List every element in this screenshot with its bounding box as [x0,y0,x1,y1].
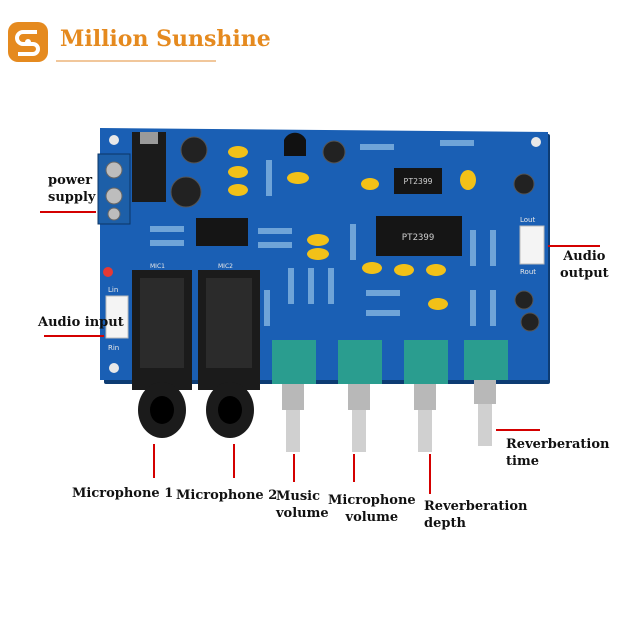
sun-logo-icon [8,22,48,62]
label-music-volume: Music volume [276,489,329,521]
chip-label-1: PT2399 [402,233,435,243]
connector-label-lout: Lout [520,216,535,224]
microphone-jack-2: MIC2 [198,263,260,438]
callout-lines [40,211,600,494]
label-power-supply: power supply [48,173,96,205]
microphone-jack-1: MIC1 [132,263,192,438]
brand-underline [56,60,216,62]
brand-name: Million Sunshine [60,26,271,52]
power-terminal [97,153,131,225]
brand-logo: Million Sunshine [6,20,296,64]
label-audio-output: Audio output [560,249,609,281]
label-audio-input: Audio input [38,315,124,330]
svg-text:MIC2: MIC2 [218,263,233,270]
label-microphone-1: Microphone 1 [72,486,174,501]
label-microphone-2: Microphone 2 [176,488,278,503]
label-reverberation-depth: Reverberation depth [424,499,528,531]
connector-label-rin: Rin [108,344,119,352]
potentiometer-reverb-depth [404,340,448,452]
connector-label-rout: Rout [520,268,536,276]
potentiometer-reverb-time [464,340,508,446]
svg-text:MIC1: MIC1 [150,263,165,270]
audio-input-connector [105,295,129,339]
potentiometer-microphone [338,340,382,452]
connector-label-lin: Lin [108,286,118,294]
chip-label-2: PT2399 [404,177,433,186]
audio-output-connector [519,225,545,265]
potentiometer-music [272,340,316,452]
label-microphone-volume: Microphone volume [328,493,416,525]
label-reverberation-time: Reverberation time [506,437,610,469]
